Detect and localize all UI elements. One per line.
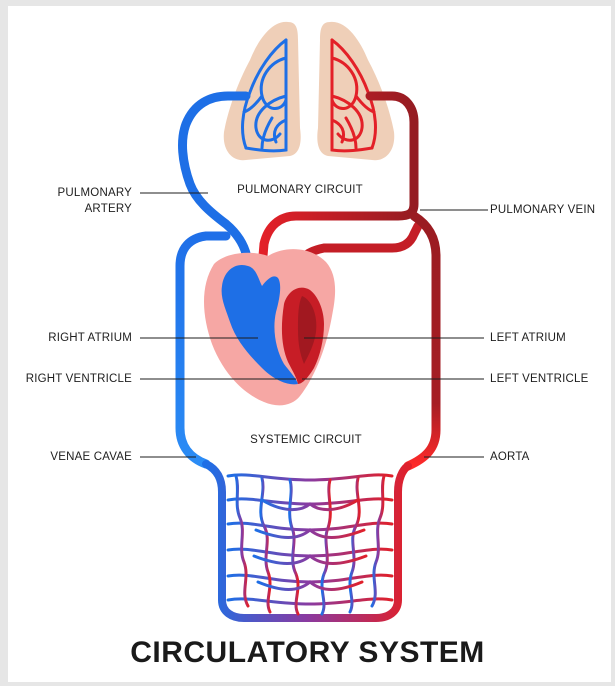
systemic-circuit-label: SYSTEMIC CIRCUIT: [236, 433, 376, 447]
pulmonary-vein-label: PULMONARY VEIN: [490, 203, 595, 217]
right-ventricle-label: RIGHT VENTRICLE: [6, 372, 132, 386]
capillary-bed: [206, 464, 408, 618]
pulmonary-artery-label-line1: PULMONARY: [20, 186, 132, 200]
aorta-label: AORTA: [490, 450, 530, 464]
lungs: [224, 22, 395, 160]
pulmonary-artery-label-line2: ARTERY: [20, 202, 132, 216]
venae-cavae-label: VENAE CAVAE: [10, 450, 132, 464]
right-atrium-label: RIGHT ATRIUM: [10, 331, 132, 345]
page-title: CIRCULATORY SYSTEM: [0, 636, 615, 670]
pulmonary-circuit-label: PULMONARY CIRCUIT: [230, 183, 370, 197]
aorta: [408, 216, 436, 466]
left-ventricle-label: LEFT VENTRICLE: [490, 372, 588, 386]
left-atrium-label: LEFT ATRIUM: [490, 331, 566, 345]
